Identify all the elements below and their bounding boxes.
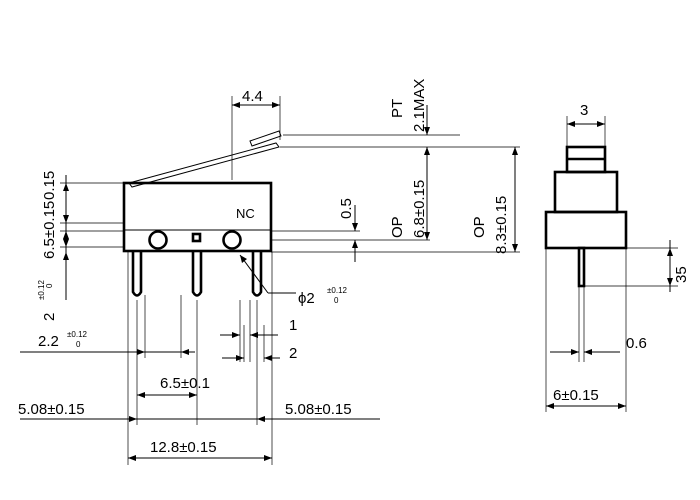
extension-lines: [60, 96, 520, 465]
dim-4-4-label: 4.4: [242, 88, 263, 105]
dim-phi-2: ϕ2 ±0.12 0: [239, 254, 348, 307]
op-value-left: 6.8±0.15: [411, 180, 428, 238]
dim-2-2-tol-minus: 0: [76, 340, 81, 349]
dim-12-8: 12.8±0.15: [128, 439, 272, 461]
dim-pt: PT 2.1MAX: [389, 79, 430, 170]
dim-0-5: 0.5: [338, 198, 358, 262]
side-extension-lines: [545, 116, 678, 412]
dim-2-2: 2.2 ±0.12 0: [20, 330, 195, 355]
dim-6-5-pitch: 6.5±0.1: [137, 375, 210, 398]
dim-6-5-label: 6.5±0.15: [41, 201, 58, 259]
side-lower-body: [544, 210, 628, 250]
dim-0-15-label: 0.15: [41, 171, 58, 200]
dim-1: 1: [220, 317, 297, 338]
dim-2-pin-width: 2: [222, 345, 297, 362]
phi-tol-minus: 0: [334, 296, 339, 305]
switch-body: [122, 181, 273, 253]
dim-0-5-label: 0.5: [338, 198, 355, 219]
dim-5-08-left-label: 5.08±0.15: [18, 401, 85, 418]
dim-2-tol-plus: ±0.12: [37, 279, 46, 300]
dim-5-08: 5.08±0.15 5.08±0.15: [18, 401, 380, 422]
dim-4-4: 4.4: [232, 88, 280, 108]
dim-2-tol-minus: 0: [45, 283, 54, 288]
dim-35: 35: [667, 240, 690, 292]
center-notch: [191, 232, 202, 243]
dim-12-8-label: 12.8±0.15: [150, 439, 217, 456]
dim-1-label: 1: [289, 317, 297, 334]
phi-tol-plus: ±0.12: [327, 286, 348, 295]
dim-2-2-tol-plus: ±0.12: [67, 330, 88, 339]
dim-2-label: 2: [41, 313, 58, 321]
dim-2-pin-label: 2: [289, 345, 297, 362]
op-title-right: OP: [471, 216, 488, 238]
dim-3-label: 3: [580, 102, 588, 119]
side-terminal: [577, 246, 586, 288]
dim-6-label: 6±0.15: [553, 387, 599, 404]
side-view: [544, 145, 628, 288]
terminal-pin-2: [191, 251, 203, 297]
front-view: NC: [122, 130, 282, 297]
op-value-right: 8.3±0.15: [493, 196, 510, 254]
dim-6: 6±0.15: [546, 387, 626, 409]
pt-value: 2.1MAX: [411, 79, 428, 132]
dim-6-5: 6.5±0.15: [41, 183, 69, 259]
dim-op-left: OP 6.8±0.15: [389, 147, 430, 240]
dim-3: 3: [567, 102, 605, 127]
side-upper-body: [553, 170, 619, 214]
dim-0-6-label: 0.6: [626, 335, 647, 352]
terminal-pin-1: [131, 251, 143, 297]
dim-6-5-pitch-label: 6.5±0.1: [160, 375, 210, 392]
dim-2-2-label: 2.2: [38, 333, 59, 350]
mounting-hole-left: [148, 230, 168, 250]
actuator-lever: [128, 142, 280, 188]
op-title-left: OP: [389, 216, 406, 238]
dim-35-label: 35: [673, 266, 690, 283]
phi-label: ϕ2: [298, 290, 315, 307]
nc-label: NC: [236, 206, 255, 221]
pt-title: PT: [389, 99, 406, 118]
dim-5-08-right-label: 5.08±0.15: [285, 401, 352, 418]
terminal-pin-3: [251, 251, 263, 297]
dim-2-pin-height: 2 ±0.12 0: [37, 247, 69, 321]
dim-0-6: 0.6: [550, 335, 647, 355]
lever-roller: [249, 130, 282, 147]
dim-op-right: OP 8.3±0.15: [471, 147, 518, 254]
mounting-hole-right: [222, 230, 242, 250]
